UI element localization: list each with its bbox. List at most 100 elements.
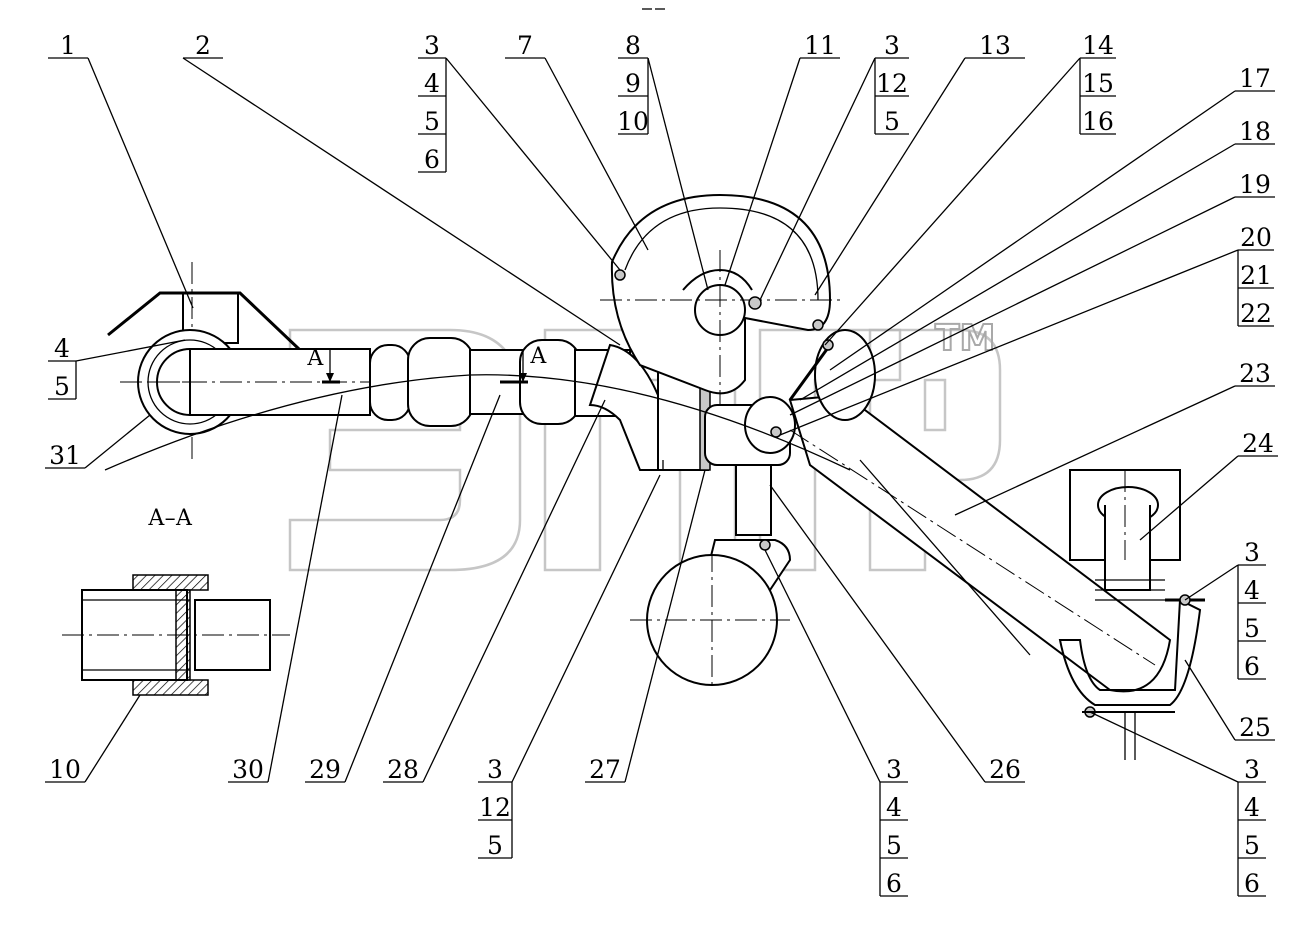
callout-number: 5 [54, 372, 70, 401]
callout-number: 17 [1239, 64, 1271, 93]
callout-number: 5 [884, 107, 900, 136]
callout-number: 25 [1239, 713, 1271, 742]
callout-leader [84, 694, 141, 783]
callout-c1: 1 [48, 31, 194, 309]
callout-leader [445, 57, 621, 271]
callout-c3456_right: 3 4 5 6 [1184, 538, 1266, 681]
callout-number: 5 [886, 831, 902, 860]
callout-number: 5 [1244, 614, 1260, 643]
section-mark-right: А [530, 344, 547, 369]
callout-leader [267, 394, 343, 783]
callout-c10: 10 [45, 694, 141, 784]
callout-leader [954, 385, 1236, 516]
callout-number: 6 [1244, 652, 1260, 681]
callout-leader [75, 339, 186, 362]
callout-c25: 25 [1184, 659, 1275, 742]
callout-c3125_bottom: 3 12 5 [478, 474, 661, 860]
callout-leader [1089, 711, 1239, 783]
callout-c23: 23 [954, 359, 1275, 516]
callout-c11: 11 [724, 31, 840, 286]
callout-leader [182, 57, 621, 346]
callout-number: 30 [232, 755, 264, 784]
callout-number: 3 [424, 31, 440, 60]
callout-number: 22 [1240, 299, 1272, 328]
callout-number: 27 [589, 755, 621, 784]
callout-leader [789, 196, 1236, 416]
callout-c17: 17 [829, 64, 1275, 371]
callout-leader [624, 469, 706, 783]
callout-number: 3 [1244, 538, 1260, 567]
callout-leader [724, 57, 801, 286]
callout-number: 3 [886, 755, 902, 784]
callout-leader [344, 394, 501, 783]
callout-leader [544, 57, 649, 251]
callout-c18: 18 [799, 117, 1275, 401]
callout-c28: 28 [383, 399, 606, 784]
support-and-ball [630, 539, 792, 690]
callout-number: 4 [886, 793, 902, 822]
callout-leader [769, 484, 986, 783]
callout-number: 11 [804, 31, 836, 60]
callout-number: 3 [487, 755, 503, 784]
callout-number: 16 [1082, 107, 1114, 136]
callout-leader [1184, 659, 1236, 741]
callout-number: 7 [517, 31, 533, 60]
callout-number: 6 [886, 869, 902, 898]
callout-number: 2 [195, 31, 211, 60]
callout-leader [1139, 455, 1239, 541]
section-title: А–А [148, 506, 193, 531]
callout-c30: 30 [228, 394, 343, 784]
callout-c26: 26 [769, 484, 1025, 784]
callout-c2: 2 [182, 31, 621, 346]
callout-leader [764, 549, 881, 783]
callout-leader [824, 57, 1081, 346]
callout-leader [829, 90, 1236, 371]
callout-c19: 19 [789, 170, 1275, 416]
callout-number: 31 [49, 441, 81, 470]
callout-number: 10 [617, 107, 649, 136]
section-mark-left: А [307, 346, 324, 371]
callout-c7: 7 [505, 31, 649, 251]
callout-c3456_bottom: 3 4 5 6 [764, 549, 908, 898]
callout-number: 23 [1239, 359, 1271, 388]
callout-number: 13 [979, 31, 1011, 60]
callout-number: 5 [487, 831, 503, 860]
callout-number: 26 [989, 755, 1021, 784]
callout-leader [647, 57, 709, 291]
callout-leader [814, 57, 966, 296]
callout-c8910: 8 9 10 [617, 31, 709, 291]
callout-number: 12 [479, 793, 511, 822]
callout-number: 14 [1082, 31, 1114, 60]
callout-leader [87, 57, 194, 309]
connecting-curves [104, 374, 1031, 656]
callout-leader [1184, 564, 1239, 601]
callout-c27: 27 [585, 469, 706, 784]
callout-number: 3 [1244, 755, 1260, 784]
callout-leader [422, 399, 606, 783]
callout-c13: 13 [814, 31, 1025, 296]
callout-number: 4 [54, 334, 70, 363]
trademark-text: TM [935, 318, 995, 359]
callout-number: 5 [1244, 831, 1260, 860]
section-markers: А А [307, 344, 547, 384]
callout-number: 9 [625, 69, 641, 98]
callout-number: 6 [424, 145, 440, 174]
callout-number: 8 [625, 31, 641, 60]
callout-number: 3 [884, 31, 900, 60]
callout-number: 24 [1242, 429, 1274, 458]
central-tee [704, 396, 796, 536]
callout-number: 29 [309, 755, 341, 784]
callout-leader [779, 249, 1239, 436]
callout-c29: 29 [305, 394, 501, 784]
callout-number: 4 [1244, 576, 1260, 605]
callout-c45_left: 45 [48, 334, 186, 401]
callout-number: 1 [60, 31, 76, 60]
callout-leader [799, 143, 1236, 401]
callout-number: 6 [1244, 869, 1260, 898]
right-hood [1058, 469, 1205, 760]
